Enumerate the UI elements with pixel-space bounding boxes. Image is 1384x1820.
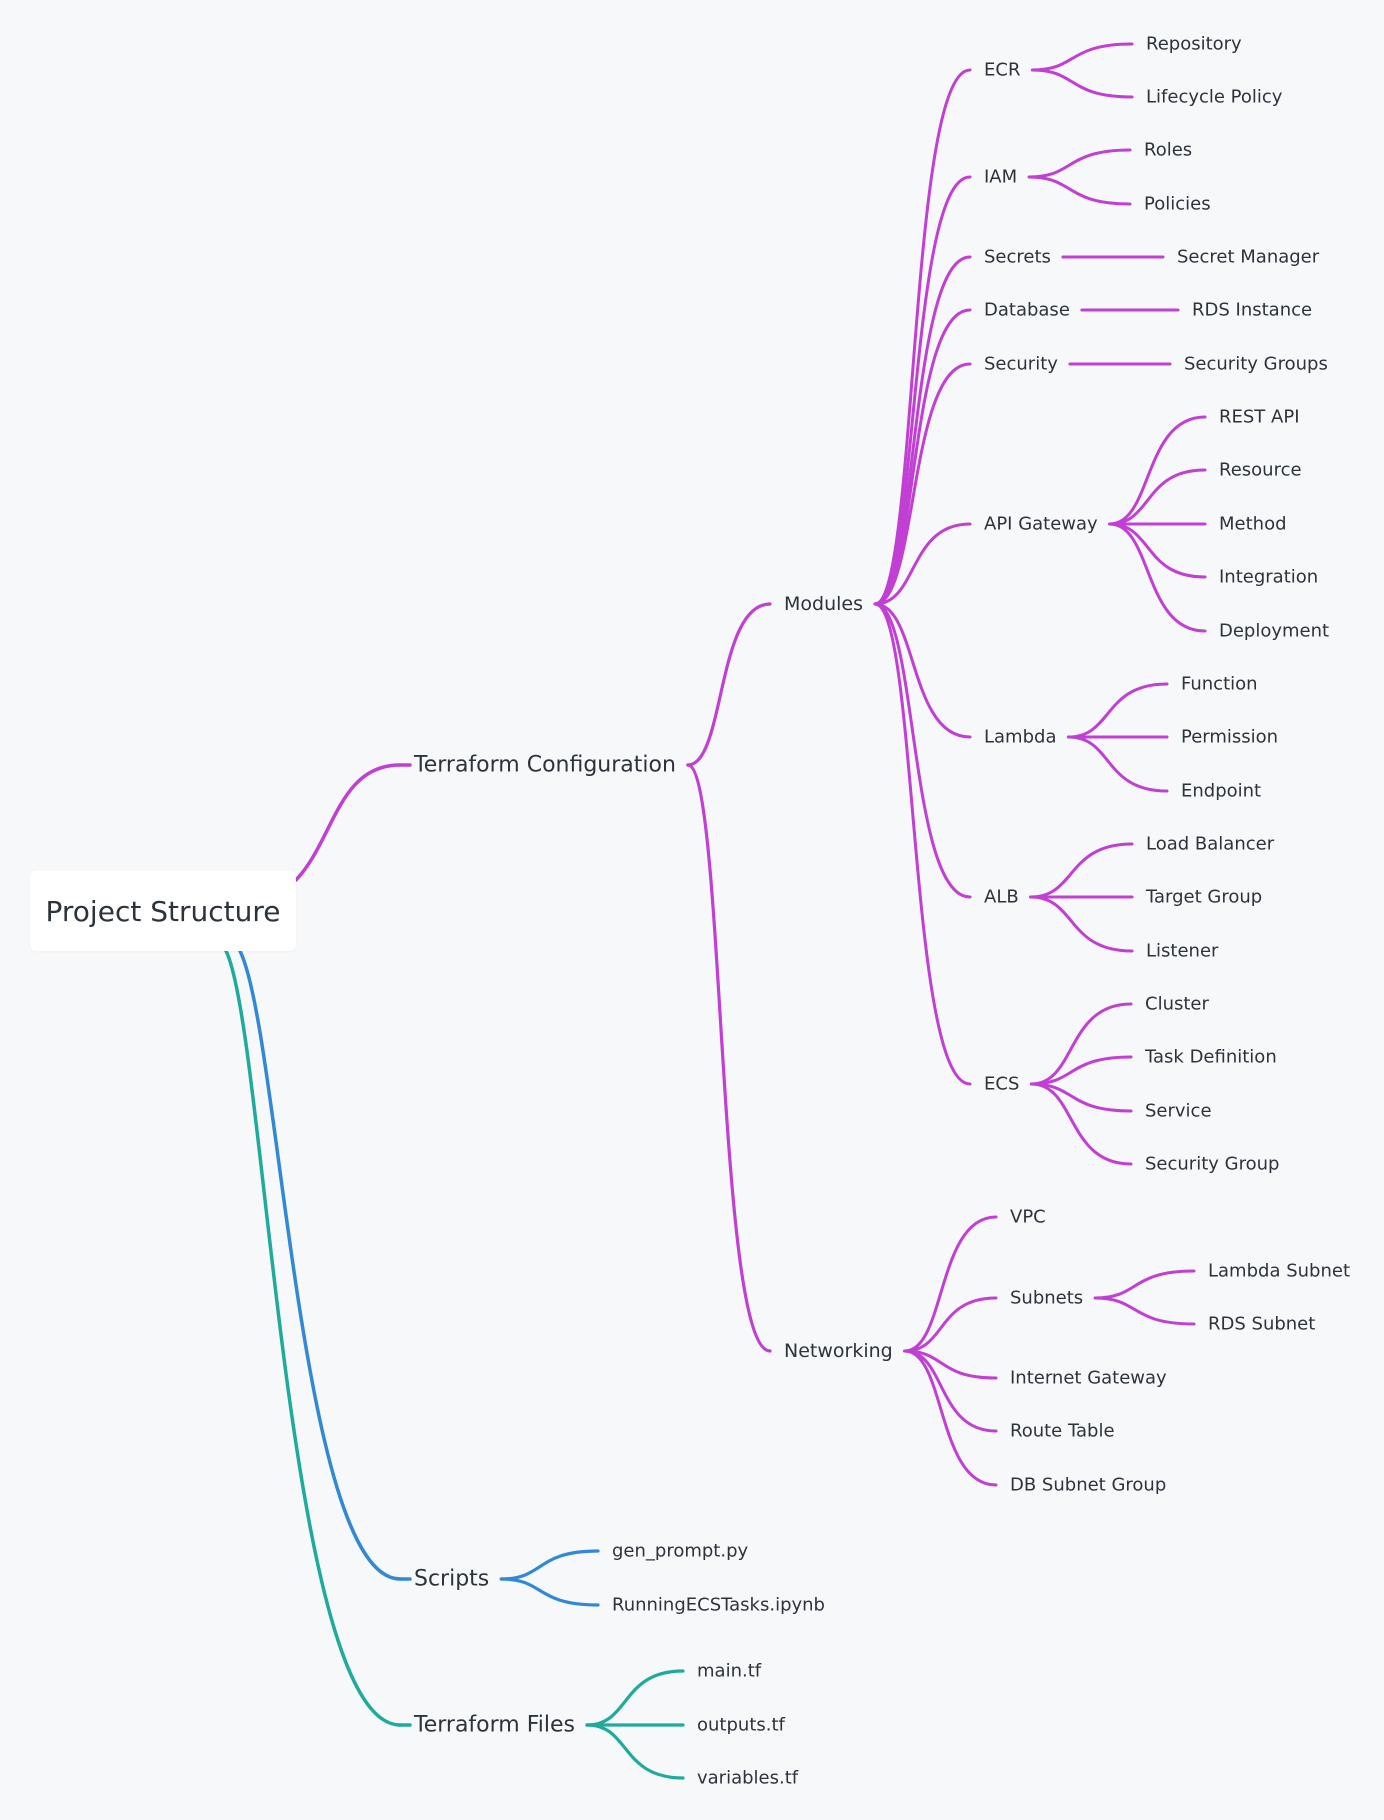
edge-endpoint [1066,735,1169,793]
edge-database [873,308,972,606]
edge-iam [873,175,972,606]
edge-load-balancer [1029,842,1134,899]
node-listener[interactable]: Listener [1146,941,1219,962]
node-iam[interactable]: IAM [984,167,1017,188]
node-resource[interactable]: Resource [1219,460,1302,481]
root-node-label: Project Structure [45,894,281,928]
edge-vpc [903,1215,998,1353]
node-subnets[interactable]: Subnets [1010,1288,1083,1309]
node-ecs[interactable]: ECS [984,1074,1019,1095]
node-terraform-configuration[interactable]: Terraform Configuration [413,753,676,778]
node-gen-prompt-py[interactable]: gen_prompt.py [612,1541,749,1562]
root-node[interactable]: Project Structure [30,871,296,951]
edge-root-scripts [238,949,402,1581]
edge-rest-api [1108,415,1207,526]
mindmap-labels: Terraform Configuration Modules ECR Reposit… [413,34,1350,1789]
edge-integration [1108,522,1207,579]
edge-main-tf [585,1669,685,1727]
node-task-definition[interactable]: Task Definition [1144,1047,1277,1068]
edge-function [1066,682,1169,739]
node-cluster[interactable]: Cluster [1145,994,1209,1015]
edge-db-subnet-group [903,1349,998,1487]
node-lifecycle-policy[interactable]: Lifecycle Policy [1146,87,1283,108]
node-secret-manager[interactable]: Secret Manager [1177,247,1320,268]
edge-modules [686,602,772,767]
edge-security [873,362,972,606]
edge-service [1029,1082,1133,1113]
edge-roles [1027,148,1132,179]
edge-alb [873,602,972,899]
node-rds-subnet[interactable]: RDS Subnet [1208,1314,1315,1335]
node-method[interactable]: Method [1219,514,1287,535]
edge-cluster [1029,1002,1133,1086]
node-function[interactable]: Function [1181,674,1258,695]
edge-task-definition [1029,1055,1133,1086]
edge-repository [1030,42,1134,72]
node-security[interactable]: Security [984,354,1058,375]
edge-subnets [903,1296,998,1353]
node-runningecstasks-ipynb[interactable]: RunningECSTasks.ipynb [612,1595,825,1616]
node-security-group[interactable]: Security Group [1145,1154,1279,1175]
edge-networking [686,763,772,1353]
node-variables-tf[interactable]: variables.tf [697,1768,799,1789]
node-rds-instance[interactable]: RDS Instance [1192,300,1312,321]
node-database[interactable]: Database [984,300,1070,321]
node-outputs-tf[interactable]: outputs.tf [697,1715,786,1736]
node-route-table[interactable]: Route Table [1010,1421,1115,1442]
node-db-subnet-group[interactable]: DB Subnet Group [1010,1475,1166,1496]
edge-resource [1108,468,1207,526]
node-ecr[interactable]: ECR [984,60,1020,81]
node-policies[interactable]: Policies [1144,194,1211,215]
edge-lambda-subnet [1093,1269,1196,1300]
node-internet-gateway[interactable]: Internet Gateway [1010,1368,1167,1389]
node-load-balancer[interactable]: Load Balancer [1146,834,1275,855]
node-lambda-subnet[interactable]: Lambda Subnet [1208,1261,1350,1282]
node-repository[interactable]: Repository [1146,34,1242,55]
node-target-group[interactable]: Target Group [1145,887,1262,908]
node-networking[interactable]: Networking [784,1340,893,1362]
edge-root-terraform-configuration [294,763,402,882]
node-main-tf[interactable]: main.tf [697,1661,762,1682]
node-secrets[interactable]: Secrets [984,247,1051,268]
node-api-gateway[interactable]: API Gateway [984,514,1098,535]
node-roles[interactable]: Roles [1144,140,1192,161]
edge-route-table [903,1349,998,1433]
edge-lambda [873,602,972,739]
node-modules[interactable]: Modules [784,593,863,615]
node-alb[interactable]: ALB [984,887,1019,908]
node-rest-api[interactable]: REST API [1219,407,1300,428]
edge-root-terraform-files [224,949,402,1727]
mindmap-edges [224,42,1207,1780]
node-service[interactable]: Service [1145,1101,1212,1122]
edge-rds-subnet [1093,1296,1196,1326]
edge-api-gateway [873,522,972,606]
edge-runningecstasks-ipynb [499,1577,600,1607]
edge-listener [1029,895,1134,953]
edge-gen-prompt-py [499,1549,600,1581]
edge-policies [1027,175,1132,206]
node-lambda[interactable]: Lambda [984,727,1056,748]
edge-deployment [1108,522,1207,633]
node-permission[interactable]: Permission [1181,727,1278,748]
edge-variables-tf [585,1723,685,1780]
node-deployment[interactable]: Deployment [1219,621,1329,642]
edge-ecs [873,602,972,1086]
node-scripts[interactable]: Scripts [414,1567,489,1592]
edge-security-group [1029,1082,1133,1166]
edge-ecr [873,68,972,606]
edge-internet-gateway [903,1349,998,1380]
node-vpc[interactable]: VPC [1010,1207,1046,1228]
edge-lifecycle-policy [1030,68,1134,99]
node-integration[interactable]: Integration [1219,567,1318,588]
node-terraform-files[interactable]: Terraform Files [413,1713,575,1738]
node-security-groups[interactable]: Security Groups [1184,354,1328,375]
node-endpoint[interactable]: Endpoint [1181,781,1261,802]
